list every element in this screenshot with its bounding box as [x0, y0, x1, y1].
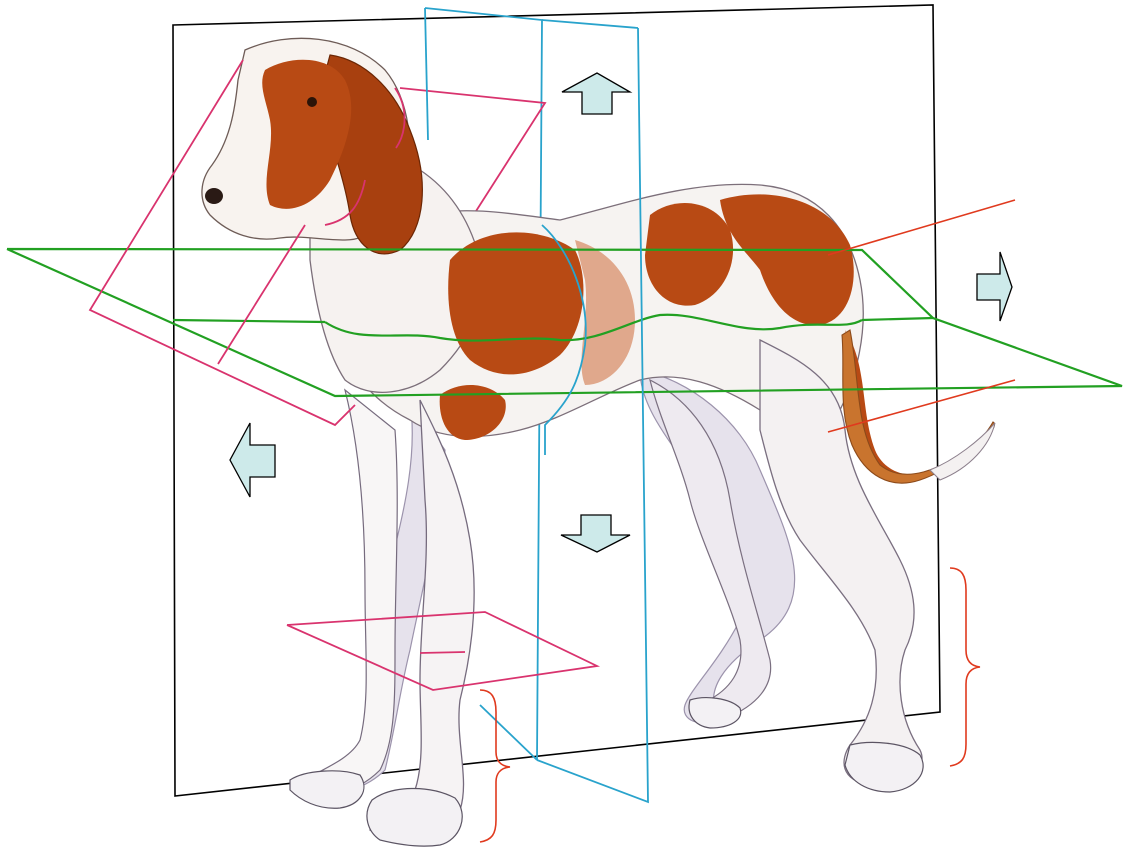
leader-line-lower: [827, 379, 1016, 433]
arrow-left-icon: [229, 422, 276, 498]
limb-transverse-plane: [286, 611, 601, 691]
front-leg-2: [293, 388, 398, 794]
dorsal-plane: [6, 247, 1123, 398]
leader-lines: [827, 199, 1016, 433]
transverse-plane-back: [424, 7, 639, 761]
hindfoot-bracket: [949, 567, 981, 767]
direction-arrows: [229, 72, 1013, 553]
dog-eye: [307, 97, 317, 107]
tail-tip: [929, 422, 996, 481]
median-plane: [172, 4, 941, 797]
head-plane-front: [88, 59, 406, 427]
forefoot-bracket: [479, 689, 511, 843]
dog-nose: [205, 188, 223, 204]
arrow-down-icon: [560, 514, 631, 553]
paws: [289, 697, 924, 847]
coat-light-patch: [575, 240, 635, 385]
arrow-up-icon: [561, 72, 633, 115]
dog-tail: [841, 329, 995, 484]
dog-illustration: [201, 37, 996, 847]
transverse-plane-front: [424, 7, 649, 804]
head-marking: [262, 59, 352, 209]
brackets: [479, 567, 981, 843]
leader-line-upper: [827, 199, 1016, 256]
arrow-right-icon: [976, 251, 1013, 322]
